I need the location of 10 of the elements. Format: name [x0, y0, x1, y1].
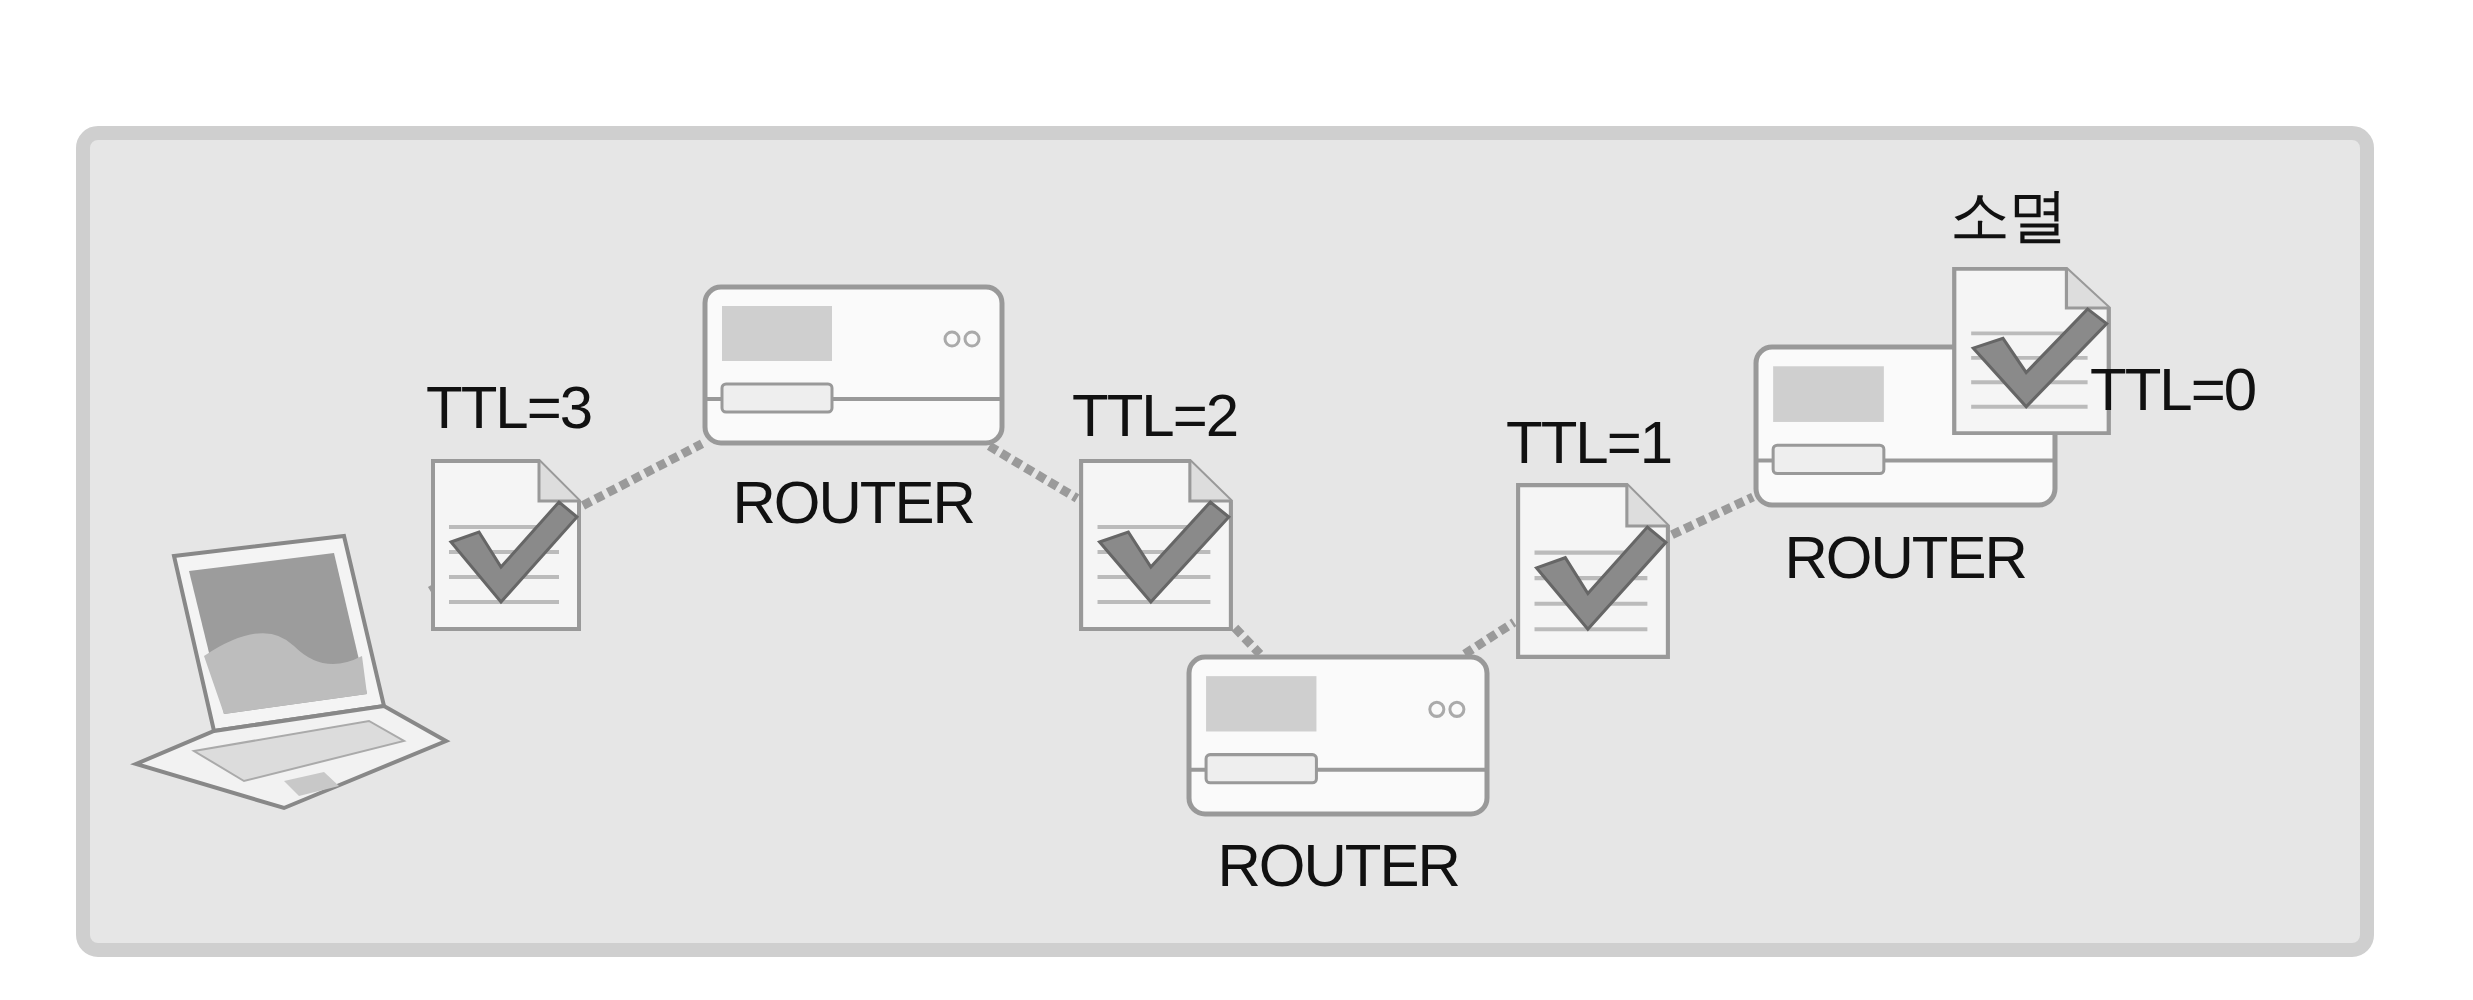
device-label: ROUTER	[1217, 836, 1459, 896]
device-label: ROUTER	[732, 473, 974, 533]
packet-label: TTL=2	[1072, 386, 1238, 446]
packet-label: TTL=1	[1506, 413, 1672, 473]
dotted-connector	[1670, 492, 1755, 539]
packet-label: TTL=3	[426, 378, 592, 438]
packet-label: 소멸	[1950, 186, 2066, 246]
device-label: ROUTER	[1784, 528, 2026, 588]
packet-label: TTL=0	[2090, 360, 2256, 420]
dotted-connector	[580, 439, 705, 510]
